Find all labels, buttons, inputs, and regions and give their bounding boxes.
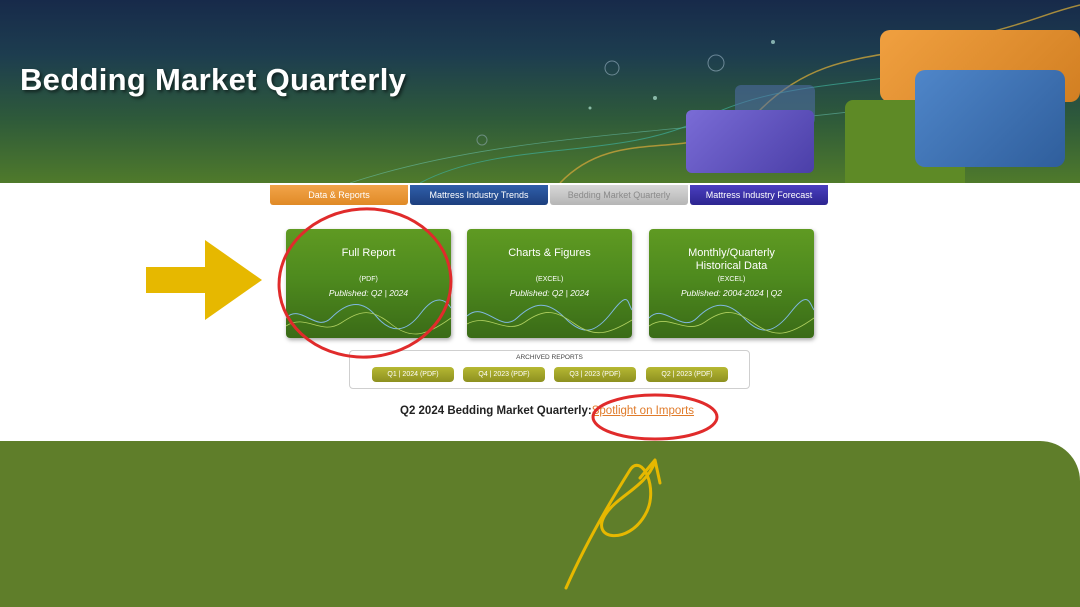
archived-reports-title: ARCHIVED REPORTS: [516, 354, 583, 361]
red-circle-annotation: [591, 393, 719, 441]
card-wave-decoration: [649, 299, 814, 334]
charts-figures-card[interactable]: Charts & Figures (EXCEL) Published: Q2 |…: [467, 229, 632, 338]
card-format: (EXCEL): [717, 276, 746, 283]
spotlight-label: Q2 2024 Bedding Market Quarterly:: [400, 405, 592, 417]
full-report-card[interactable]: Full Report (PDF) Published: Q2 | 2024: [286, 229, 451, 338]
card-format: (EXCEL): [535, 276, 564, 283]
banner-background-art: [349, 4, 1080, 183]
historical-data-card[interactable]: Monthly/Quarterly Historical Data (EXCEL…: [649, 229, 814, 338]
archived-q4-2023-button[interactable]: Q4 | 2023 (PDF): [463, 367, 545, 382]
spotlight-imports-link[interactable]: Spotlight on Imports: [591, 405, 695, 417]
card-published: Published: 2004-2024 | Q2: [681, 288, 782, 298]
tab-mattress-industry-trends[interactable]: Mattress Industry Trends: [410, 185, 548, 205]
tab-data-reports[interactable]: Data & Reports: [270, 185, 408, 205]
card-title-line1: Monthly/Quarterly: [688, 247, 775, 259]
archived-q1-2024-button[interactable]: Q1 | 2024 (PDF): [372, 367, 454, 382]
decor-tile-blue: [915, 70, 1065, 167]
yellow-arrow-annotation: [146, 240, 262, 320]
card-title: Full Report: [341, 247, 396, 259]
card-published: Published: Q2 | 2024: [509, 288, 590, 298]
card-wave-decoration: [467, 299, 632, 334]
spotlight-line: Q2 2024 Bedding Market Quarterly:Spotlig…: [400, 405, 694, 417]
tab-bedding-market-quarterly[interactable]: Bedding Market Quarterly: [550, 185, 688, 205]
card-published: Published: Q2 | 2024: [328, 288, 409, 298]
card-title-line2: Historical Data: [695, 260, 768, 272]
card-title: Charts & Figures: [508, 247, 591, 259]
tab-mattress-industry-forecast[interactable]: Mattress Industry Forecast: [690, 185, 828, 205]
card-format: (PDF): [359, 276, 378, 283]
page-title: Bedding Market Quarterly: [20, 62, 407, 97]
header-banner: Bedding Market Quarterly: [0, 0, 1080, 183]
decor-tile-purple: [686, 110, 814, 173]
archived-q2-2023-button[interactable]: Q2 | 2023 (PDF): [646, 367, 728, 382]
footer-band: [0, 441, 1080, 607]
archived-q3-2023-button[interactable]: Q3 | 2023 (PDF): [554, 367, 636, 382]
archived-reports-panel: ARCHIVED REPORTS Q1 | 2024 (PDF) Q4 | 20…: [349, 350, 750, 389]
